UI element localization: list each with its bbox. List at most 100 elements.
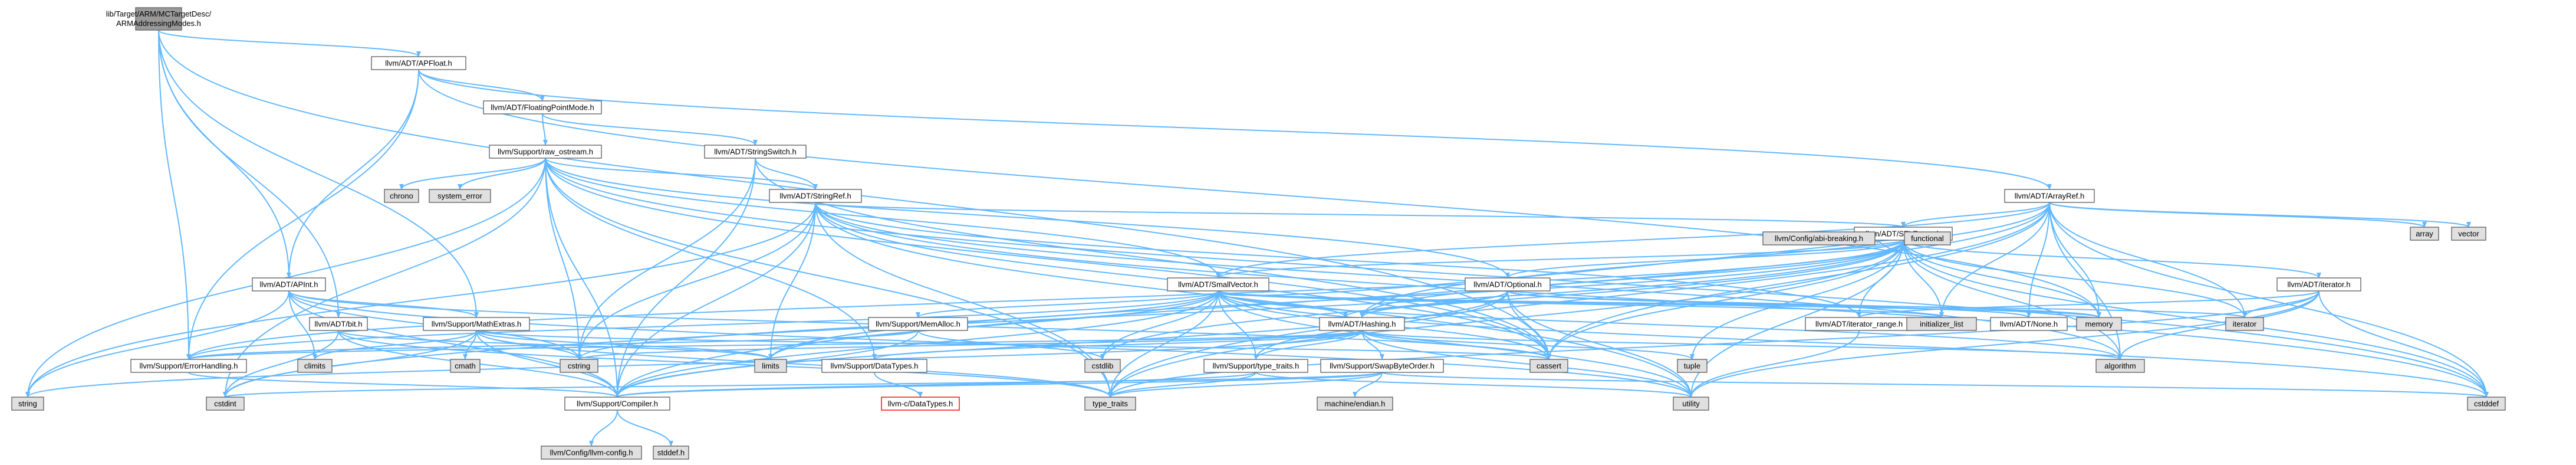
node-box xyxy=(483,100,602,114)
node-root[interactable]: lib/Target/ARM/MCTargetDesc/ARMAddressin… xyxy=(106,7,212,31)
edge-apfloat-to-errorhandling xyxy=(186,69,419,360)
node-label: stddef.h xyxy=(657,448,685,457)
node-hashing[interactable]: llvm/ADT/Hashing.h xyxy=(1319,317,1405,331)
edge-smallvector-to-algorithm xyxy=(1218,290,2123,360)
node-label: llvm/ADT/bit.h xyxy=(315,320,363,329)
node-memalloc[interactable]: llvm/Support/MemAlloc.h xyxy=(868,317,968,331)
node-label: lib/Target/ARM/MCTargetDesc/ARMAddressin… xyxy=(106,9,212,28)
node-arrayref[interactable]: llvm/ADT/ArrayRef.h xyxy=(2004,189,2095,203)
edge-apfloat-to-fpmode xyxy=(418,69,545,101)
node-label: cassert xyxy=(1537,362,1561,371)
edge-memalloc-to-errorhandling xyxy=(186,330,919,360)
node-label: llvm/ADT/iterator.h xyxy=(2288,280,2351,289)
node-stringref[interactable]: llvm/ADT/StringRef.h xyxy=(769,189,862,203)
node-vector: vector xyxy=(2451,227,2486,241)
node-box xyxy=(1673,397,1709,411)
node-cassert: cassert xyxy=(1529,359,1568,373)
edge-iterator_h-to-cstddef xyxy=(2318,290,2489,398)
node-iterator_range[interactable]: llvm/ADT/iterator_range.h xyxy=(1805,317,1913,331)
node-apfloat[interactable]: llvm/ADT/APFloat.h xyxy=(371,56,466,70)
edge-swapbyteorder-to-machineendian xyxy=(1353,372,1383,398)
edge-apint-to-string xyxy=(25,290,289,398)
edge-stringref-to-utility xyxy=(815,202,1693,398)
node-llvmc_datatypes[interactable]: llvm-c/DataTypes.h xyxy=(881,397,960,411)
edges-layer xyxy=(25,30,2489,447)
edge-arrayref-to-initializer_list xyxy=(1939,202,2050,318)
node-label: llvm/ADT/iterator_range.h xyxy=(1815,320,1903,329)
node-array: array xyxy=(2410,227,2439,241)
node-label: limits xyxy=(762,362,779,371)
node-label: llvm/Support/DataTypes.h xyxy=(831,362,919,371)
edge-optional-to-new xyxy=(1343,290,1508,318)
edge-smallvector-to-new xyxy=(1218,290,1348,318)
node-box xyxy=(704,145,807,159)
nodes-layer: lib/Target/ARM/MCTargetDesc/ARMAddressin… xyxy=(11,7,2506,460)
edge-smallvector-to-limits xyxy=(768,290,1219,360)
node-machineendian: machine/endian.h xyxy=(1317,397,1393,411)
node-box xyxy=(1529,359,1568,373)
node-stringswitch[interactable]: llvm/ADT/StringSwitch.h xyxy=(704,145,807,159)
edge-arrayref-to-type_traits xyxy=(1108,202,2050,398)
edge-hashing-to-errorhandling xyxy=(186,330,1363,360)
edge-apint-to-climits xyxy=(288,290,317,360)
edge-smallvector-to-utility xyxy=(1218,290,1693,398)
node-none[interactable]: llvm/ADT/None.h xyxy=(1990,317,2068,331)
node-apint[interactable]: llvm/ADT/APInt.h xyxy=(252,277,326,292)
node-box xyxy=(2225,317,2264,331)
node-label: iterator xyxy=(2233,320,2257,329)
node-optional[interactable]: llvm/ADT/Optional.h xyxy=(1465,277,1551,292)
node-string: string xyxy=(11,397,44,411)
node-bit[interactable]: llvm/ADT/bit.h xyxy=(309,317,368,331)
node-label: machine/endian.h xyxy=(1325,399,1386,408)
node-fpmode[interactable]: llvm/ADT/FloatingPointMode.h xyxy=(483,100,602,114)
edge-stlextras-to-errorhandling xyxy=(186,240,1904,360)
node-box xyxy=(754,359,787,373)
node-raw_ostream[interactable]: llvm/Support/raw_ostream.h xyxy=(489,145,602,159)
node-box xyxy=(1990,317,2068,331)
node-box xyxy=(868,317,968,331)
edge-root-to-bit xyxy=(158,30,341,318)
node-smallvector[interactable]: llvm/ADT/SmallVector.h xyxy=(1167,277,1269,292)
node-label: memory xyxy=(2085,320,2113,329)
node-label: climits xyxy=(304,362,326,371)
node-mathextras[interactable]: llvm/Support/MathExtras.h xyxy=(423,317,530,331)
edge-root-to-apfloat xyxy=(158,30,421,57)
node-label: llvm/ADT/StringSwitch.h xyxy=(714,148,796,156)
node-box xyxy=(1904,231,1951,245)
node-box xyxy=(881,397,960,411)
node-box xyxy=(1203,359,1308,373)
node-box xyxy=(450,359,481,373)
edge-stringswitch-to-stringref xyxy=(755,158,818,190)
node-label: llvm-c/DataTypes.h xyxy=(888,399,953,408)
node-box xyxy=(560,359,598,373)
edge-stringref-to-compiler xyxy=(615,202,816,398)
node-tuple: tuple xyxy=(1677,359,1708,373)
node-box xyxy=(1677,359,1708,373)
node-label: llvm/Support/SwapByteOrder.h xyxy=(1330,362,1435,371)
node-label: functional xyxy=(1911,234,1944,243)
node-label: cstddef xyxy=(2474,399,2499,408)
node-label: cstring xyxy=(568,362,590,371)
edge-hashing-to-swapbyteorder xyxy=(1361,330,1384,360)
edge-smallvector-to-cstdlib xyxy=(1100,290,1219,360)
node-box xyxy=(135,7,182,31)
node-box xyxy=(371,56,466,70)
node-label: vector xyxy=(2458,230,2479,238)
edge-apfloat-to-apint xyxy=(287,69,419,279)
edge-stlextras-to-limits xyxy=(768,240,1904,360)
node-cstddef: cstddef xyxy=(2467,397,2506,411)
edge-optional-to-memory xyxy=(1507,290,2101,318)
node-label: cstdint xyxy=(214,399,236,408)
edge-arrayref-to-memory xyxy=(2049,202,2101,318)
node-errorhandling[interactable]: llvm/Support/ErrorHandling.h xyxy=(130,359,247,373)
node-typetraits[interactable]: llvm/Support/type_traits.h xyxy=(1203,359,1308,373)
node-iterator_h[interactable]: llvm/ADT/iterator.h xyxy=(2276,277,2361,292)
edge-raw_ostream-to-chrono xyxy=(399,158,546,190)
node-label: llvm/Support/Compiler.h xyxy=(577,399,658,408)
node-compiler[interactable]: llvm/Support/Compiler.h xyxy=(564,397,670,411)
edge-mathextras-to-type_traits xyxy=(476,330,1113,398)
node-swapbyteorder[interactable]: llvm/Support/SwapByteOrder.h xyxy=(1320,359,1444,373)
edge-iterator_h-to-iterator_range xyxy=(1857,290,2320,318)
node-datatypes[interactable]: llvm/Support/DataTypes.h xyxy=(821,359,927,373)
